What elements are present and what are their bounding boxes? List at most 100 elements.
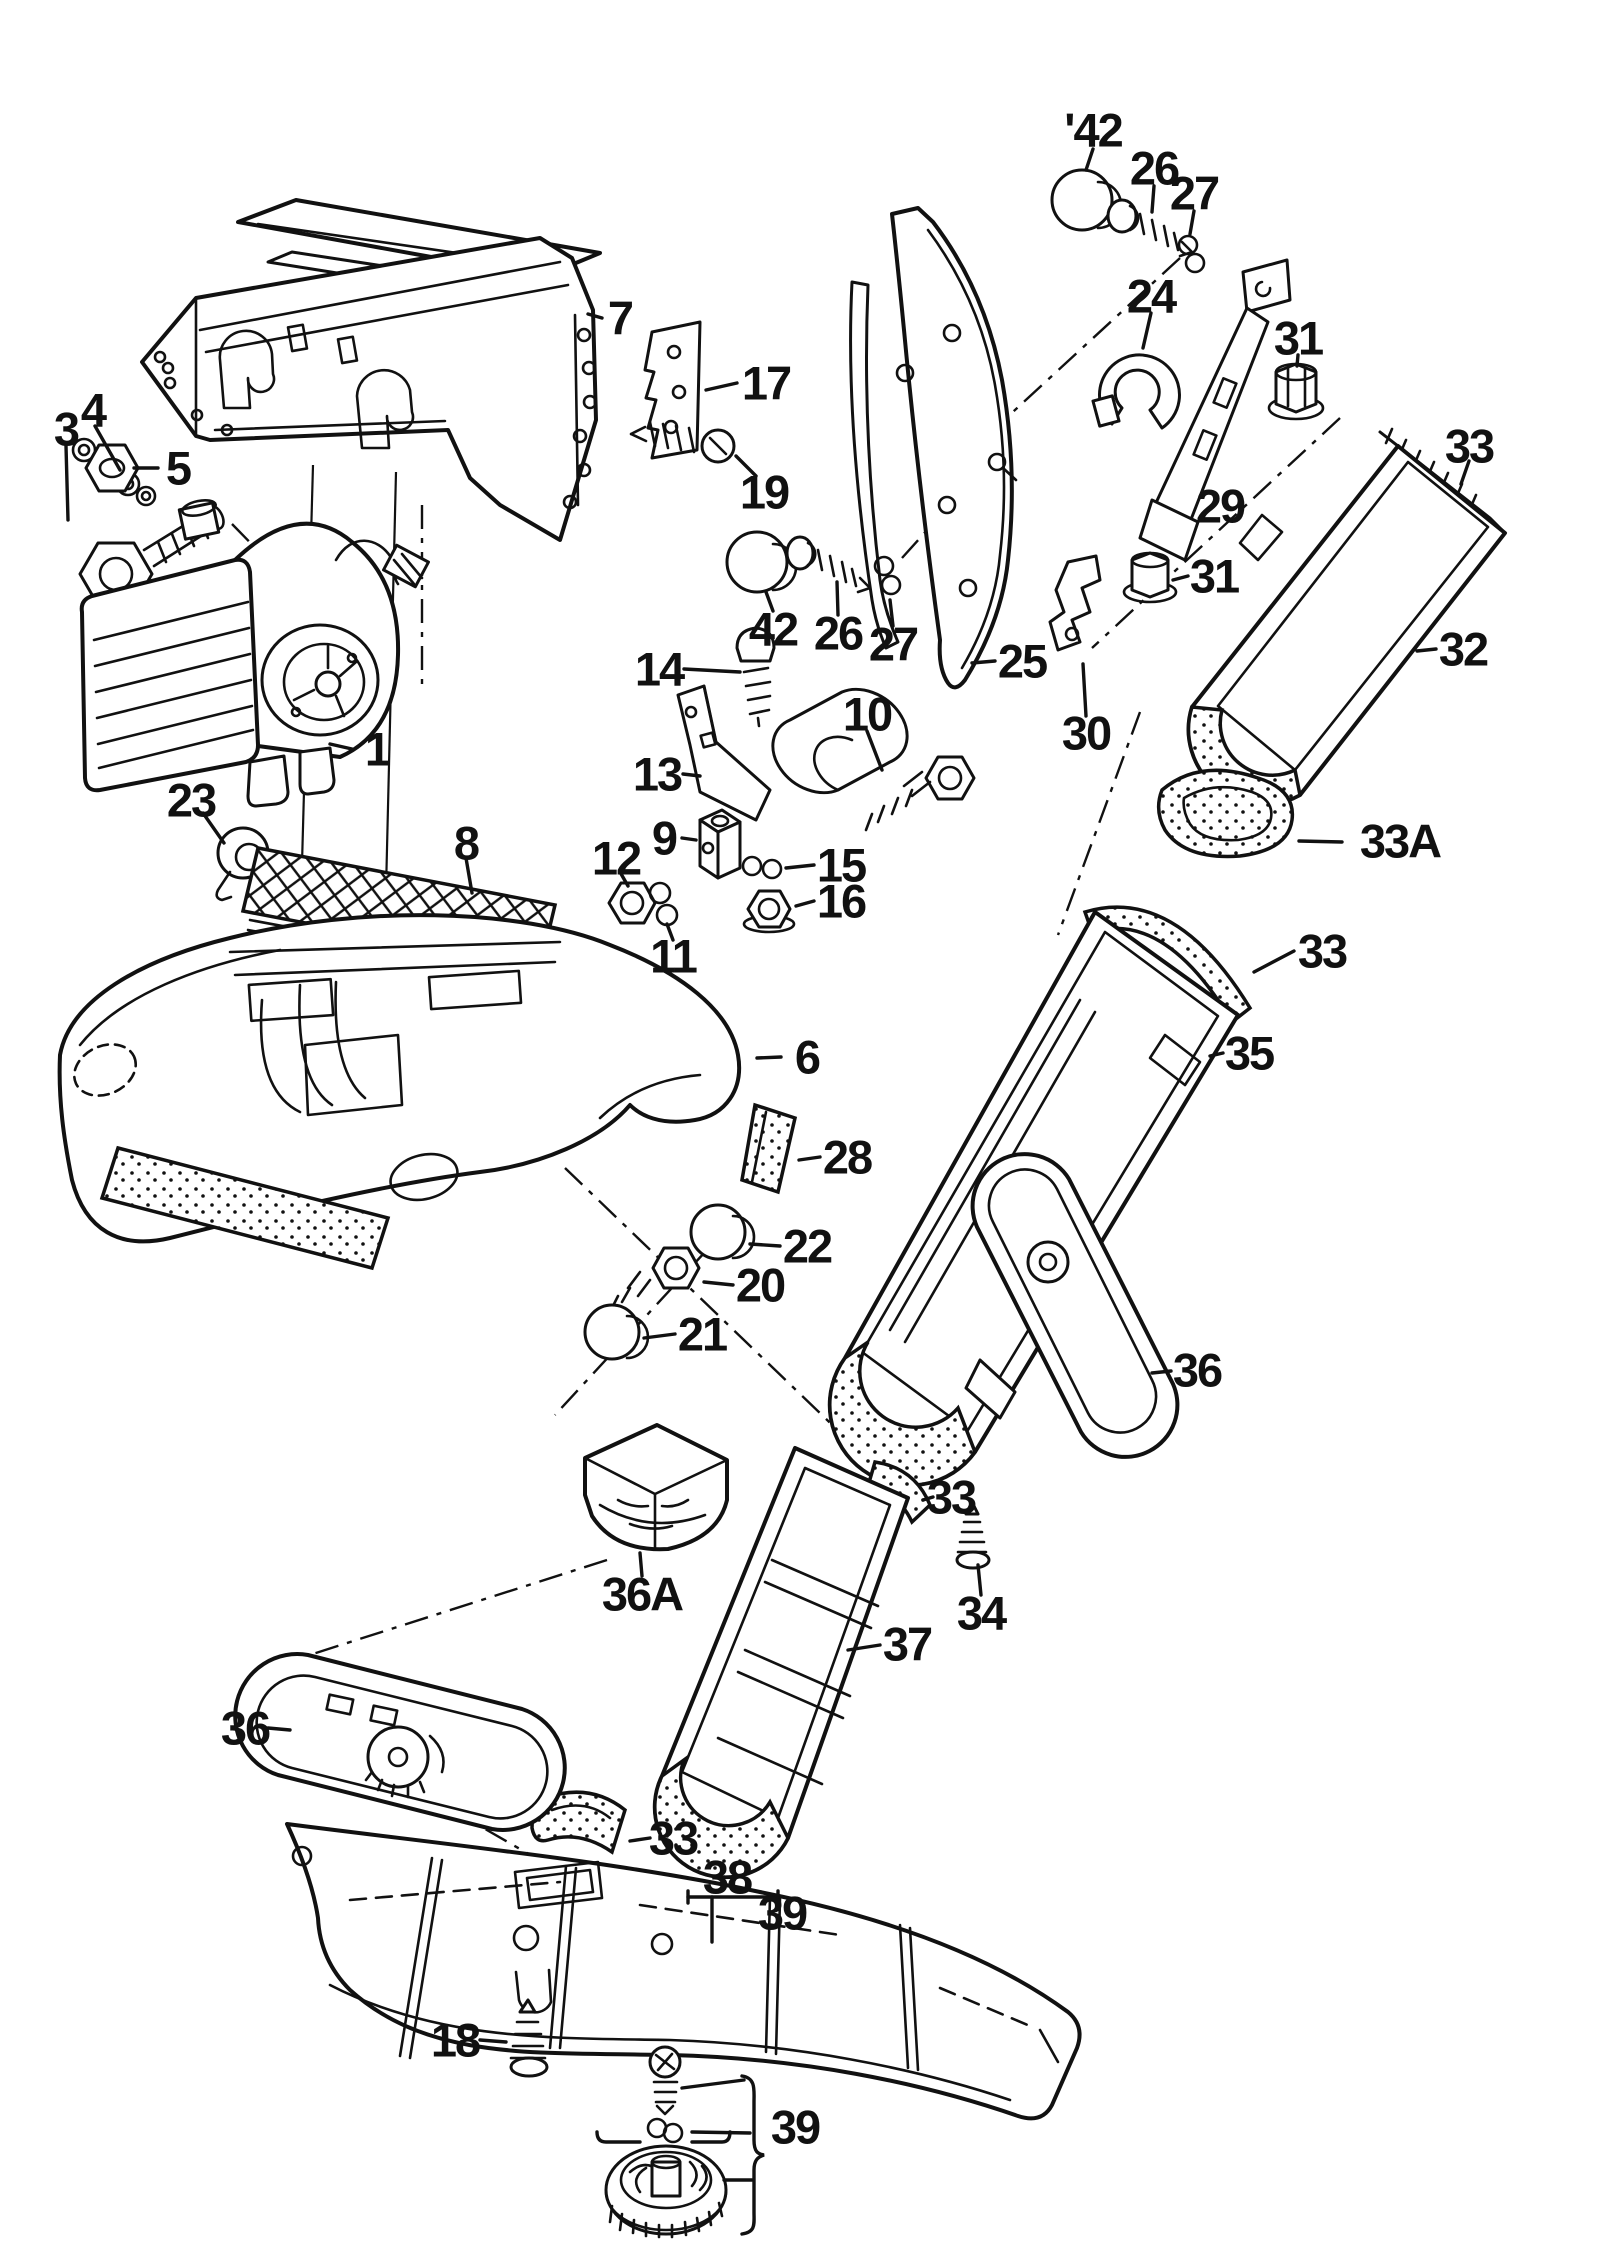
callout-32: 32	[1415, 623, 1490, 676]
part-number-label-17: 17	[742, 357, 791, 410]
callout-leader-9	[680, 836, 698, 842]
cylinder-13	[771, 687, 909, 795]
callout-leader-34	[976, 1563, 983, 1597]
grommet-22	[689, 1203, 756, 1261]
callout-42a: '42	[1064, 104, 1125, 172]
callout-leader-19	[734, 454, 758, 478]
callout-leader-33A	[1297, 839, 1344, 844]
callout-39b: 39	[771, 2101, 822, 2154]
callout-31b: 31	[1171, 550, 1241, 603]
part-number-label-26a: 26	[1130, 142, 1179, 195]
callout-4: 4	[81, 384, 122, 472]
part-number-label-10: 10	[843, 688, 892, 741]
callout-leader-4	[93, 424, 122, 472]
callout-33a5: 33	[628, 1812, 700, 1865]
clip-27b	[873, 555, 902, 596]
spring-screw-26b	[785, 535, 872, 594]
callout-leader-30	[1081, 662, 1088, 718]
callout-11: 11	[650, 922, 699, 983]
part-number-label-25: 25	[998, 635, 1047, 688]
callout-26b: 26	[814, 580, 865, 660]
part-number-label-14: 14	[635, 643, 685, 696]
screw-39	[648, 2045, 682, 2116]
screw-18	[509, 1998, 549, 2078]
callout-35: 35	[1208, 1027, 1276, 1080]
nut-31a	[1267, 362, 1325, 421]
part-number-label-33a5: 33	[649, 1812, 698, 1865]
callout-leader-24	[1141, 311, 1153, 350]
brace-39	[680, 2074, 765, 2236]
callout-leader-14	[682, 667, 742, 674]
callout-leader-13	[681, 772, 702, 778]
callout-25: 25	[970, 635, 1049, 688]
callout-leader-27b	[888, 598, 895, 628]
callout-leader-26b	[835, 580, 840, 617]
callout-36r: 36	[1150, 1344, 1224, 1397]
callout-leader-6	[755, 1055, 783, 1060]
callout-23: 23	[167, 774, 226, 845]
part-number-label-29: 29	[1196, 480, 1245, 533]
callout-leader-37	[846, 1643, 882, 1652]
clip-15	[741, 855, 783, 880]
part-number-label-33a3: 33	[1298, 925, 1347, 978]
callout-leader-33a1	[1459, 459, 1471, 486]
part-number-label-13: 13	[633, 748, 682, 801]
callout-leader-17	[704, 381, 739, 392]
callout-leader-23	[201, 811, 226, 845]
callout-21: 21	[642, 1308, 729, 1361]
part-number-label-31a: 31	[1274, 312, 1323, 365]
box-36A	[583, 1423, 729, 1552]
part-number-label-33a4: 33	[927, 1471, 976, 1524]
part-number-label-35: 35	[1225, 1027, 1274, 1080]
callout-leader-31b	[1171, 574, 1190, 582]
grommet-42a	[1050, 168, 1123, 232]
callout-33A: 33A	[1297, 815, 1443, 868]
vent-36-left	[233, 1652, 567, 1832]
part-number-label-8: 8	[454, 817, 479, 870]
block-9	[698, 808, 742, 880]
callout-leader-42b	[764, 590, 775, 613]
part-number-label-24: 24	[1127, 270, 1177, 323]
callout-33a4: 33	[921, 1471, 978, 1524]
part-number-label-32: 32	[1439, 623, 1488, 676]
part-number-label-21: 21	[678, 1308, 727, 1361]
part-number-label-5: 5	[166, 442, 191, 495]
part-number-label-34: 34	[957, 1587, 1007, 1640]
panel-38	[285, 1822, 1082, 2121]
callout-leader-22	[748, 1242, 782, 1248]
vent-36-right	[964, 1152, 1180, 1459]
part-number-label-3: 3	[54, 403, 79, 456]
bolt-10	[864, 755, 976, 832]
callout-22: 22	[748, 1220, 834, 1273]
foam-strip-28	[740, 1102, 798, 1195]
callout-36A: 36A	[602, 1551, 685, 1621]
part-number-label-31b: 31	[1190, 550, 1239, 603]
callout-leader-36r	[1150, 1369, 1173, 1375]
screw-19	[629, 420, 736, 464]
gasket-plate-17	[643, 320, 702, 460]
bracket-38-39	[686, 1889, 780, 1944]
part-number-label-27a: 27	[1170, 167, 1219, 220]
pillar-trim-25	[849, 206, 1018, 690]
part-number-label-37: 37	[883, 1618, 932, 1671]
callout-9: 9	[652, 812, 698, 865]
callout-36l: 36	[221, 1702, 292, 1755]
callout-leader-36A	[638, 1551, 644, 1578]
callout-26a: 26	[1130, 142, 1181, 214]
heater-housing-6	[57, 913, 742, 1271]
part-number-label-20: 20	[736, 1259, 785, 1312]
callout-leader-36l	[266, 1726, 292, 1732]
callout-17: 17	[704, 357, 793, 410]
callout-leader-35	[1208, 1051, 1225, 1058]
callout-leader-32	[1415, 647, 1438, 653]
callout-leader-8	[464, 856, 474, 895]
callout-leader-42a	[1084, 147, 1095, 172]
part-number-label-15: 15	[817, 839, 866, 892]
part-number-label-36A: 36A	[602, 1568, 683, 1621]
part-number-label-9: 9	[652, 812, 677, 865]
callout-leader-7	[586, 312, 604, 320]
part-number-label-27b: 27	[869, 618, 918, 671]
callout-leader-10	[865, 729, 884, 772]
